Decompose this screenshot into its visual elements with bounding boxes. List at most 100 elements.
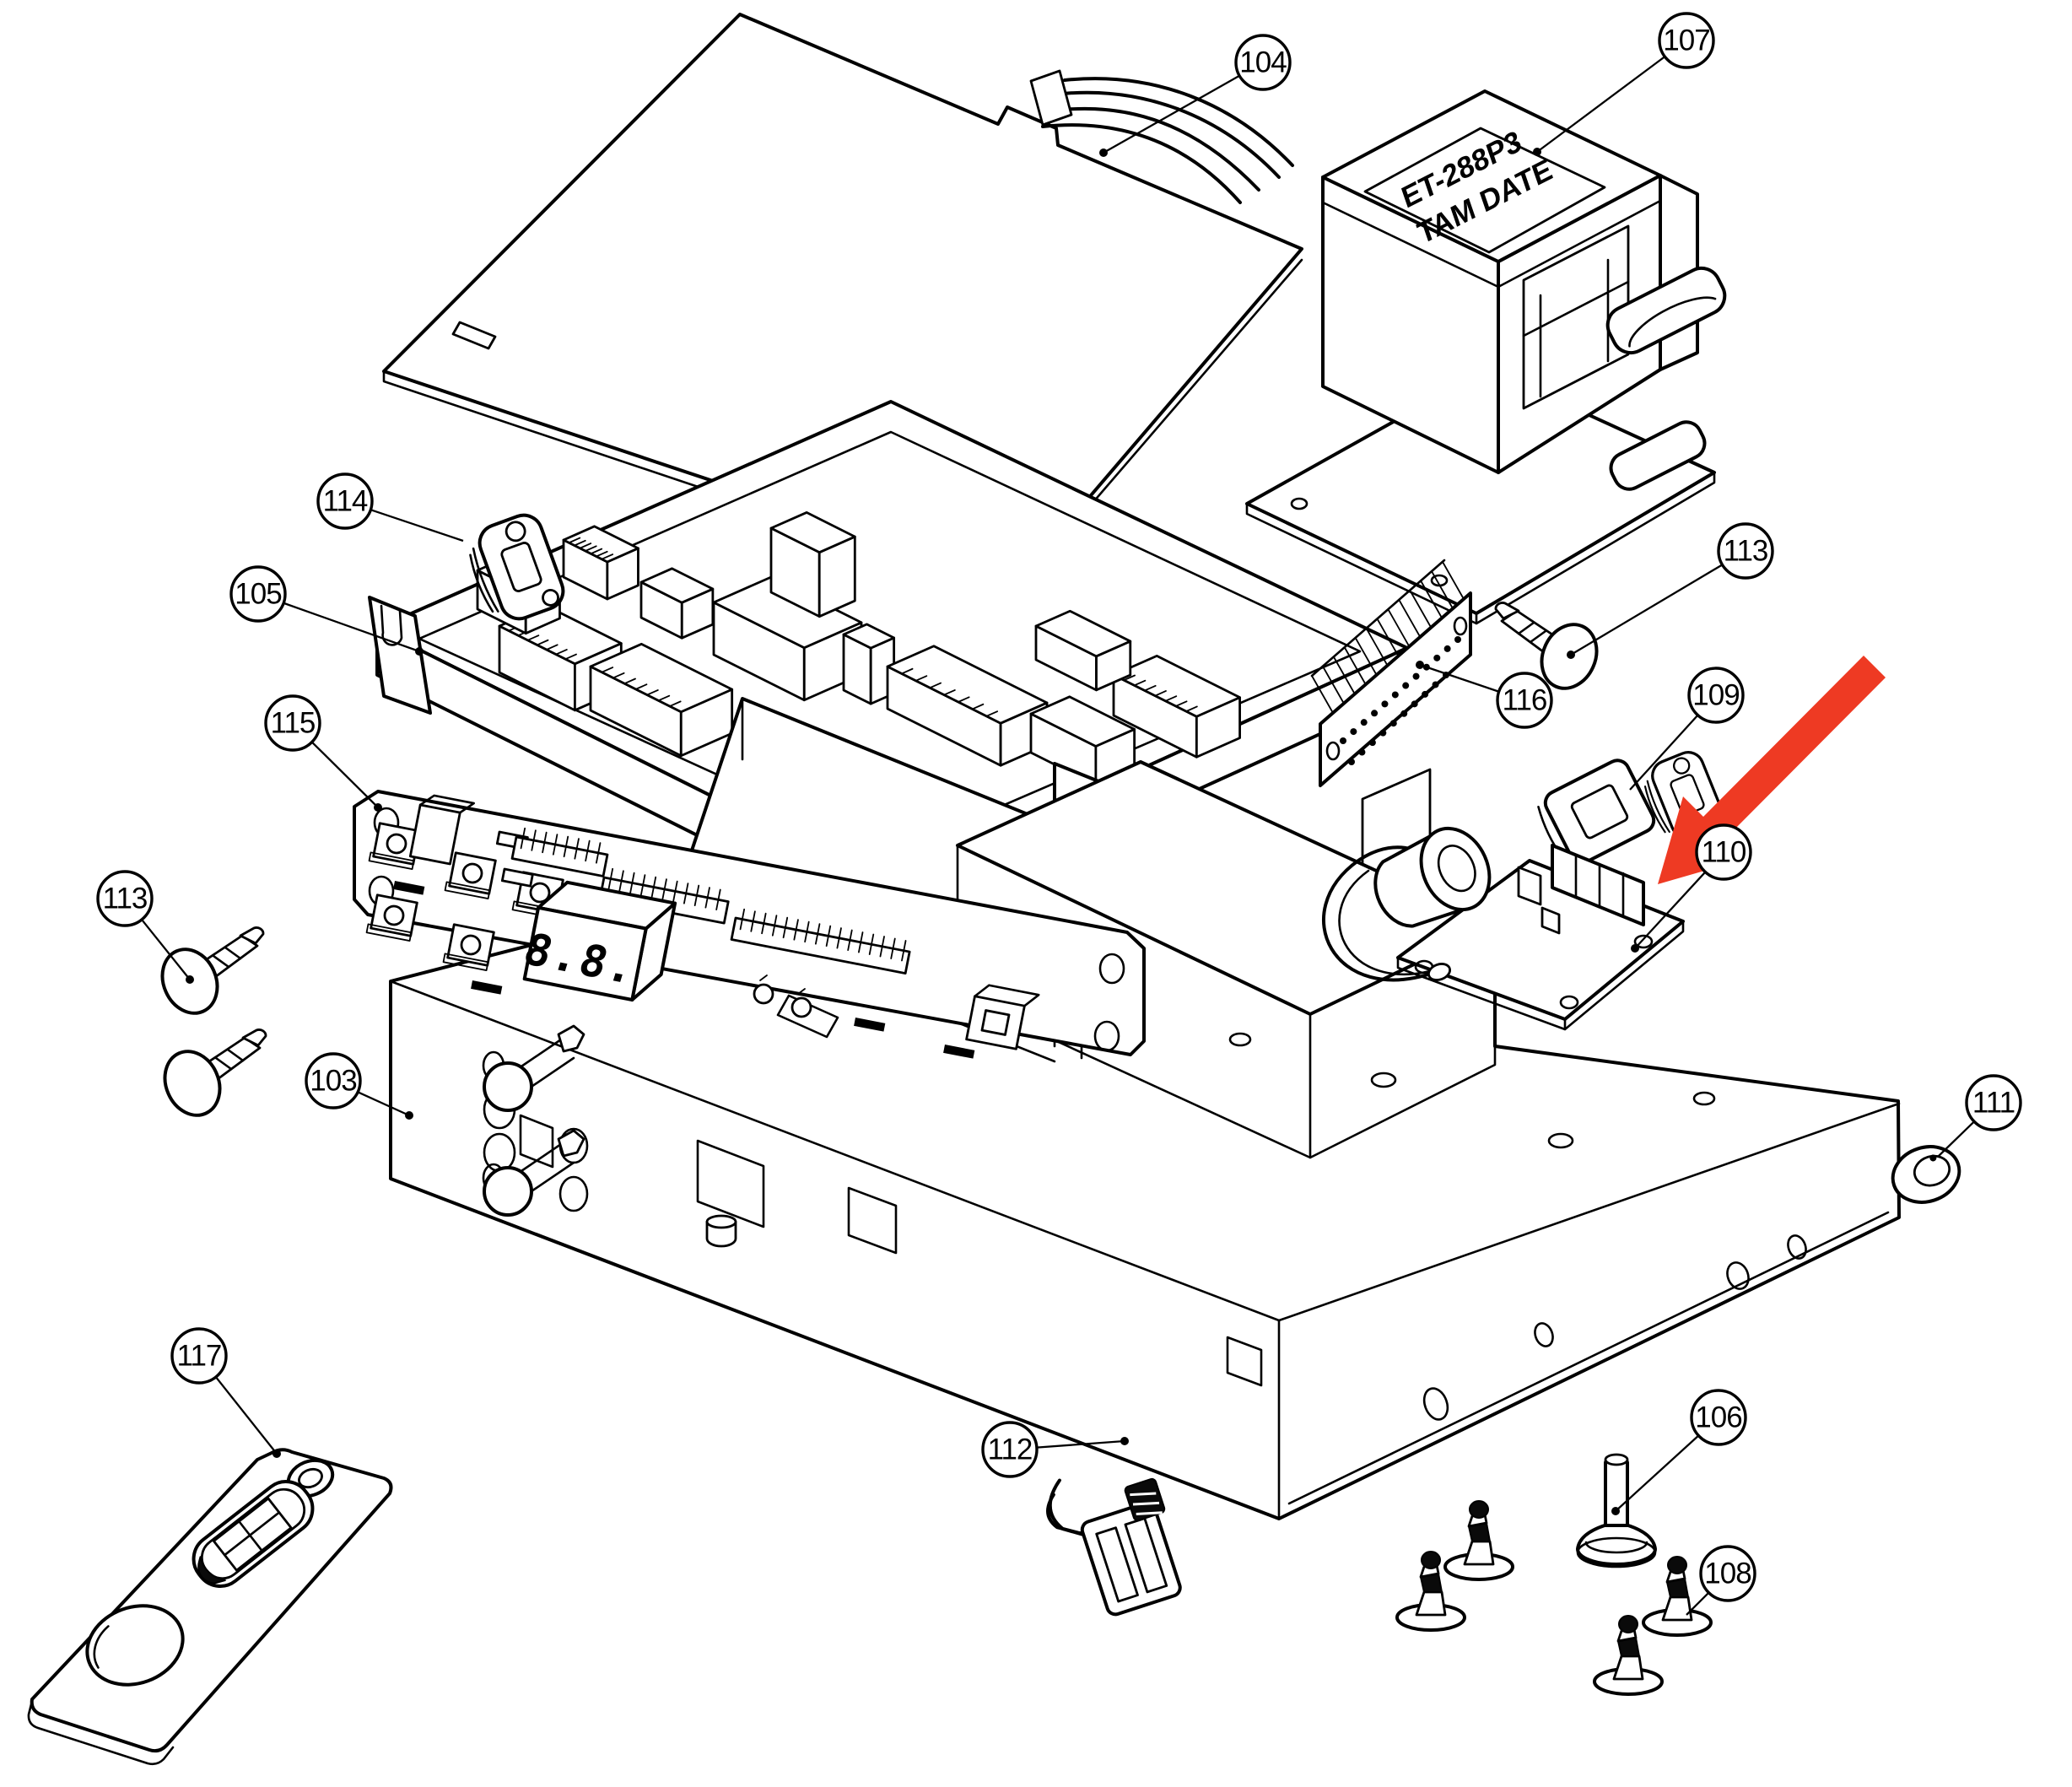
leader-line xyxy=(1103,74,1240,154)
callout-number: 114 xyxy=(323,485,368,518)
leader-dot xyxy=(405,1111,413,1120)
callout-bubble xyxy=(1699,1545,1756,1602)
pin-header xyxy=(510,827,609,877)
callout-number: 103 xyxy=(310,1065,356,1098)
callout-number: 106 xyxy=(1695,1401,1741,1434)
callout-106-14: 106 xyxy=(1611,1389,1747,1515)
callout-bubble xyxy=(1496,672,1553,729)
leader-dot xyxy=(1533,148,1541,156)
card-solder-pads xyxy=(1340,636,1461,765)
callout-113-9: 113 xyxy=(96,870,194,984)
silkscreen-label xyxy=(471,980,503,995)
part-108-rivets xyxy=(1395,1499,1713,1696)
callout-108-15: 108 xyxy=(1686,1545,1756,1616)
connector-block xyxy=(886,645,1049,767)
callout-115-7: 115 xyxy=(264,694,382,812)
callout-number: 107 xyxy=(1663,24,1709,57)
leader-line xyxy=(310,741,379,808)
part-113-screw-b xyxy=(153,1028,268,1126)
pin-header xyxy=(730,908,911,974)
part-110-sensor-board xyxy=(1322,826,1685,1031)
leader-line xyxy=(1937,1120,1975,1158)
leader-line xyxy=(1634,871,1707,949)
callout-bubble xyxy=(1690,1389,1747,1446)
chassis-front-features xyxy=(482,1024,1263,1387)
part-113-screw-a xyxy=(150,926,266,1024)
tact-switch xyxy=(442,923,495,972)
callout-bubble xyxy=(1717,522,1774,580)
side-button xyxy=(965,984,1040,1050)
callout-107-1: 107 xyxy=(1533,12,1715,156)
callout-number: 113 xyxy=(1724,535,1768,568)
callout-bubble xyxy=(1687,667,1745,724)
leader-dot xyxy=(415,647,424,656)
leader-dot xyxy=(1631,944,1639,953)
silkscreen-label xyxy=(393,880,425,895)
leader-dot xyxy=(186,975,194,984)
part-104-top-cover xyxy=(382,13,1303,595)
callout-bubble xyxy=(305,1052,362,1109)
callout-111-11: 111 xyxy=(1937,1074,2022,1158)
main-board-connectors xyxy=(476,511,1241,786)
callout-number: 105 xyxy=(235,578,281,611)
part-115-display-board: 8.8. xyxy=(353,790,1146,1059)
connector-block xyxy=(842,623,896,705)
card-edge-connector xyxy=(1310,559,1465,714)
callout-bubble xyxy=(96,870,154,927)
callout-bubble xyxy=(170,1327,228,1385)
callout-bubble xyxy=(264,694,321,752)
board-115-components xyxy=(365,794,1040,1059)
connector-block xyxy=(639,567,715,640)
tact-switch xyxy=(368,822,421,871)
leader-line xyxy=(141,919,191,980)
relay-block xyxy=(408,794,475,866)
callout-number: 116 xyxy=(1503,684,1547,717)
connector-block xyxy=(1034,609,1132,692)
leader-line xyxy=(214,1376,278,1455)
part-111-grommet xyxy=(1891,1145,1961,1204)
leader-line xyxy=(1536,56,1666,153)
part-106-shoulder-screw xyxy=(1576,1453,1657,1568)
leader-line xyxy=(1686,1591,1710,1616)
callout-number: 108 xyxy=(1704,1558,1751,1590)
part-117-faceplate xyxy=(27,1448,393,1766)
callout-layer: 104 107 114 105 113 116 109 115 110 113 103 111 117 1… xyxy=(96,12,2022,1616)
connector-block xyxy=(712,575,863,702)
leader-dot xyxy=(374,803,382,812)
tact-switch xyxy=(365,894,418,942)
part-109-clip-set xyxy=(1537,746,1729,866)
callout-103-10: 103 xyxy=(305,1052,413,1120)
leader-line xyxy=(283,602,420,653)
tact-switch xyxy=(444,851,497,900)
callout-117-12: 117 xyxy=(170,1327,281,1458)
callout-105-3: 105 xyxy=(229,565,424,656)
silkscreen-label xyxy=(943,1044,975,1059)
callout-109-6: 109 xyxy=(1629,667,1745,791)
leader-dot xyxy=(1567,651,1575,659)
leader-dot xyxy=(1099,148,1108,157)
callout-112-13: 112 xyxy=(981,1421,1129,1478)
leader-line xyxy=(370,509,464,543)
led xyxy=(790,996,812,1018)
leader-line xyxy=(1629,714,1699,791)
leader-dot xyxy=(1611,1507,1620,1515)
leader-line xyxy=(357,1091,410,1117)
connector-block xyxy=(562,525,639,601)
leader-line xyxy=(1615,1434,1700,1512)
silkscreen-label xyxy=(854,1018,886,1032)
callout-116-5: 116 xyxy=(1416,661,1553,729)
callout-114-2: 114 xyxy=(316,472,464,543)
led xyxy=(753,983,774,1005)
callout-number: 110 xyxy=(1702,836,1746,869)
leader-line xyxy=(1570,564,1724,656)
leader-dot xyxy=(272,1450,281,1458)
leader-line xyxy=(1036,1439,1125,1449)
callout-number: 117 xyxy=(177,1340,222,1373)
callout-bubble xyxy=(1658,12,1715,69)
callout-number: 104 xyxy=(1239,46,1287,79)
leader-dot xyxy=(1120,1437,1129,1445)
part-112-cable-clamp xyxy=(1046,1477,1182,1617)
callout-bubble xyxy=(316,472,374,530)
leader-line xyxy=(1419,663,1500,693)
